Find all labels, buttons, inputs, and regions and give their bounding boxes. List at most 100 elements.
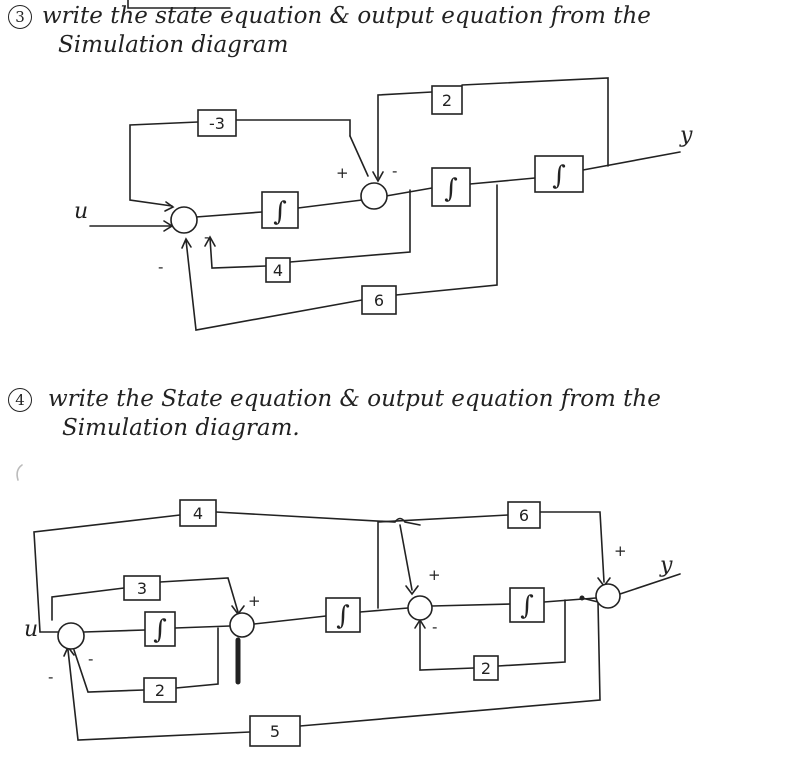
d3-int2-to-int3 (469, 177, 536, 185)
d4-gain-2b-label: 2 (481, 659, 491, 678)
d3-s2-to-int2 (385, 187, 433, 197)
diagram-4: ∫ ∫ ∫ 4 3 2 5 6 2 u y - - + + - + (24, 499, 681, 747)
d3-arrow-6 (181, 237, 192, 249)
d4-gain-4-label: 4 (193, 504, 203, 523)
problem-4-text-line1: write the State equation & output equati… (48, 386, 661, 412)
d4-branch-dot (579, 595, 585, 601)
d3-integrator-1 (261, 191, 299, 229)
d3-loop-neg3-drop (349, 135, 369, 177)
problem-4-text-line2: Simulation diagram. (62, 414, 300, 441)
diagram-3: ∫ ∫ ∫ -3 2 4 6 u y - - + - (74, 77, 693, 331)
d3-loop-2-right (461, 77, 609, 167)
d4-input-label: u (24, 617, 38, 642)
d4-loop-4-left (33, 514, 181, 633)
d4-output-wire (619, 573, 681, 595)
d3-gain-4-label: 4 (273, 261, 283, 280)
d3-integrator-3-symbol: ∫ (552, 161, 566, 191)
d4-sum-junction-3 (407, 595, 433, 621)
d3-arrow-neg3 (164, 201, 175, 212)
previous-problem-fragment (127, 0, 231, 9)
d3-int1-to-s2 (297, 199, 363, 209)
d4-integrator-2-symbol: ∫ (336, 601, 350, 631)
d3-sum-junction-1 (170, 206, 198, 234)
d4-loop-3-left (51, 587, 125, 621)
d4-loop-6-left (377, 514, 509, 609)
d4-gain-5-label: 5 (270, 722, 280, 741)
d4-sum-junction-2 (229, 612, 255, 638)
d3-gain-block-4 (265, 257, 291, 283)
d3-loop-6-left (185, 239, 363, 331)
d3-gain-6-label: 6 (374, 291, 384, 310)
problem-4-heading: 4 write the State equation & output equat… (8, 385, 661, 443)
d3-integrator-1-symbol: ∫ (273, 197, 287, 227)
d3-gain-block-2 (431, 85, 463, 115)
d4-integrator-3 (509, 587, 545, 623)
d4-int1-to-s2 (174, 625, 231, 629)
d4-loop-6-right (539, 511, 605, 583)
d3-sign-s1-bottom: - (204, 228, 209, 246)
d4-loop-2a-left (73, 649, 145, 693)
d4-gain-3-label: 3 (137, 579, 147, 598)
d4-s2-to-int2 (253, 615, 327, 625)
d3-loop-4-left (209, 237, 267, 269)
problem-4-number-badge: 4 (8, 388, 32, 412)
d4-loop-2a-right (175, 627, 219, 689)
d3-gain-2-label: 2 (442, 91, 452, 110)
d4-gain-block-2b (473, 655, 499, 681)
d4-sign-s3-minus: - (432, 618, 437, 636)
d3-sum-junction-2 (360, 182, 388, 210)
d3-sign-s2-minus: - (392, 162, 397, 180)
d4-output-label: y (659, 553, 673, 578)
d3-arrow-4 (204, 235, 216, 247)
d4-integrator-1 (144, 611, 176, 647)
d4-arrow-s3-top (405, 585, 419, 596)
d4-sign-s1-bottom: - (88, 650, 93, 668)
d4-gain-6-label: 6 (519, 506, 529, 525)
d4-loop-4-right (215, 511, 421, 526)
d3-arrow-2 (372, 171, 384, 183)
d3-gain-block-neg3 (197, 109, 237, 137)
d4-loop-3-right (159, 577, 239, 613)
d4-sign-s4-plus: + (614, 542, 627, 560)
d3-input-label: u (74, 199, 88, 224)
d3-integrator-3 (534, 155, 584, 193)
d4-loop-4-drop (399, 524, 413, 591)
d4-s3-to-int3 (431, 603, 511, 607)
d4-sign-s2-plus: + (248, 592, 261, 610)
d4-gain-2a-label: 2 (155, 681, 165, 700)
d4-integrator-3-symbol: ∫ (520, 591, 534, 621)
d3-output-label: y (679, 123, 693, 148)
d4-loop-2b-left (419, 621, 475, 671)
stray-mark (16, 464, 23, 481)
d4-sum-junction-4 (595, 583, 621, 609)
d4-loop-5-left (67, 649, 251, 741)
d3-gain-neg3-label: -3 (209, 114, 225, 133)
d3-loop-neg3-left (129, 121, 199, 207)
d3-output-wire (582, 151, 681, 171)
d3-loop-2-left (377, 91, 433, 179)
d4-integrator-2 (325, 597, 361, 633)
d4-sign-s3-plus: + (428, 566, 441, 584)
d4-int2-to-s3 (359, 607, 409, 613)
d4-gain-block-6 (507, 501, 541, 529)
problem-3-text-line2: Simulation diagram (58, 31, 289, 58)
d3-loop-4-right (289, 189, 411, 263)
d3-loop-neg3-top (235, 119, 351, 137)
d4-gain-block-4 (179, 499, 217, 527)
d4-sum-junction-1 (57, 622, 85, 650)
d4-sign-s1-left: - (48, 668, 53, 686)
d4-gain-block-5 (249, 715, 301, 747)
d3-integrator-2 (431, 167, 471, 207)
d3-s1-to-int1 (195, 211, 263, 218)
d3-sign-s1-top: - (158, 258, 163, 276)
d3-integrator-2-symbol: ∫ (444, 174, 458, 204)
d4-gain-block-2a (143, 677, 177, 703)
problem-3-number-badge: 3 (8, 5, 32, 29)
d4-loop-2b-right (497, 599, 566, 667)
d4-gain-block-3 (123, 575, 161, 601)
d3-gain-block-6 (361, 285, 397, 315)
d3-sign-s2-plus: + (336, 164, 349, 182)
d4-loop-5-right (299, 597, 601, 727)
d4-s1-to-int1 (83, 629, 146, 633)
